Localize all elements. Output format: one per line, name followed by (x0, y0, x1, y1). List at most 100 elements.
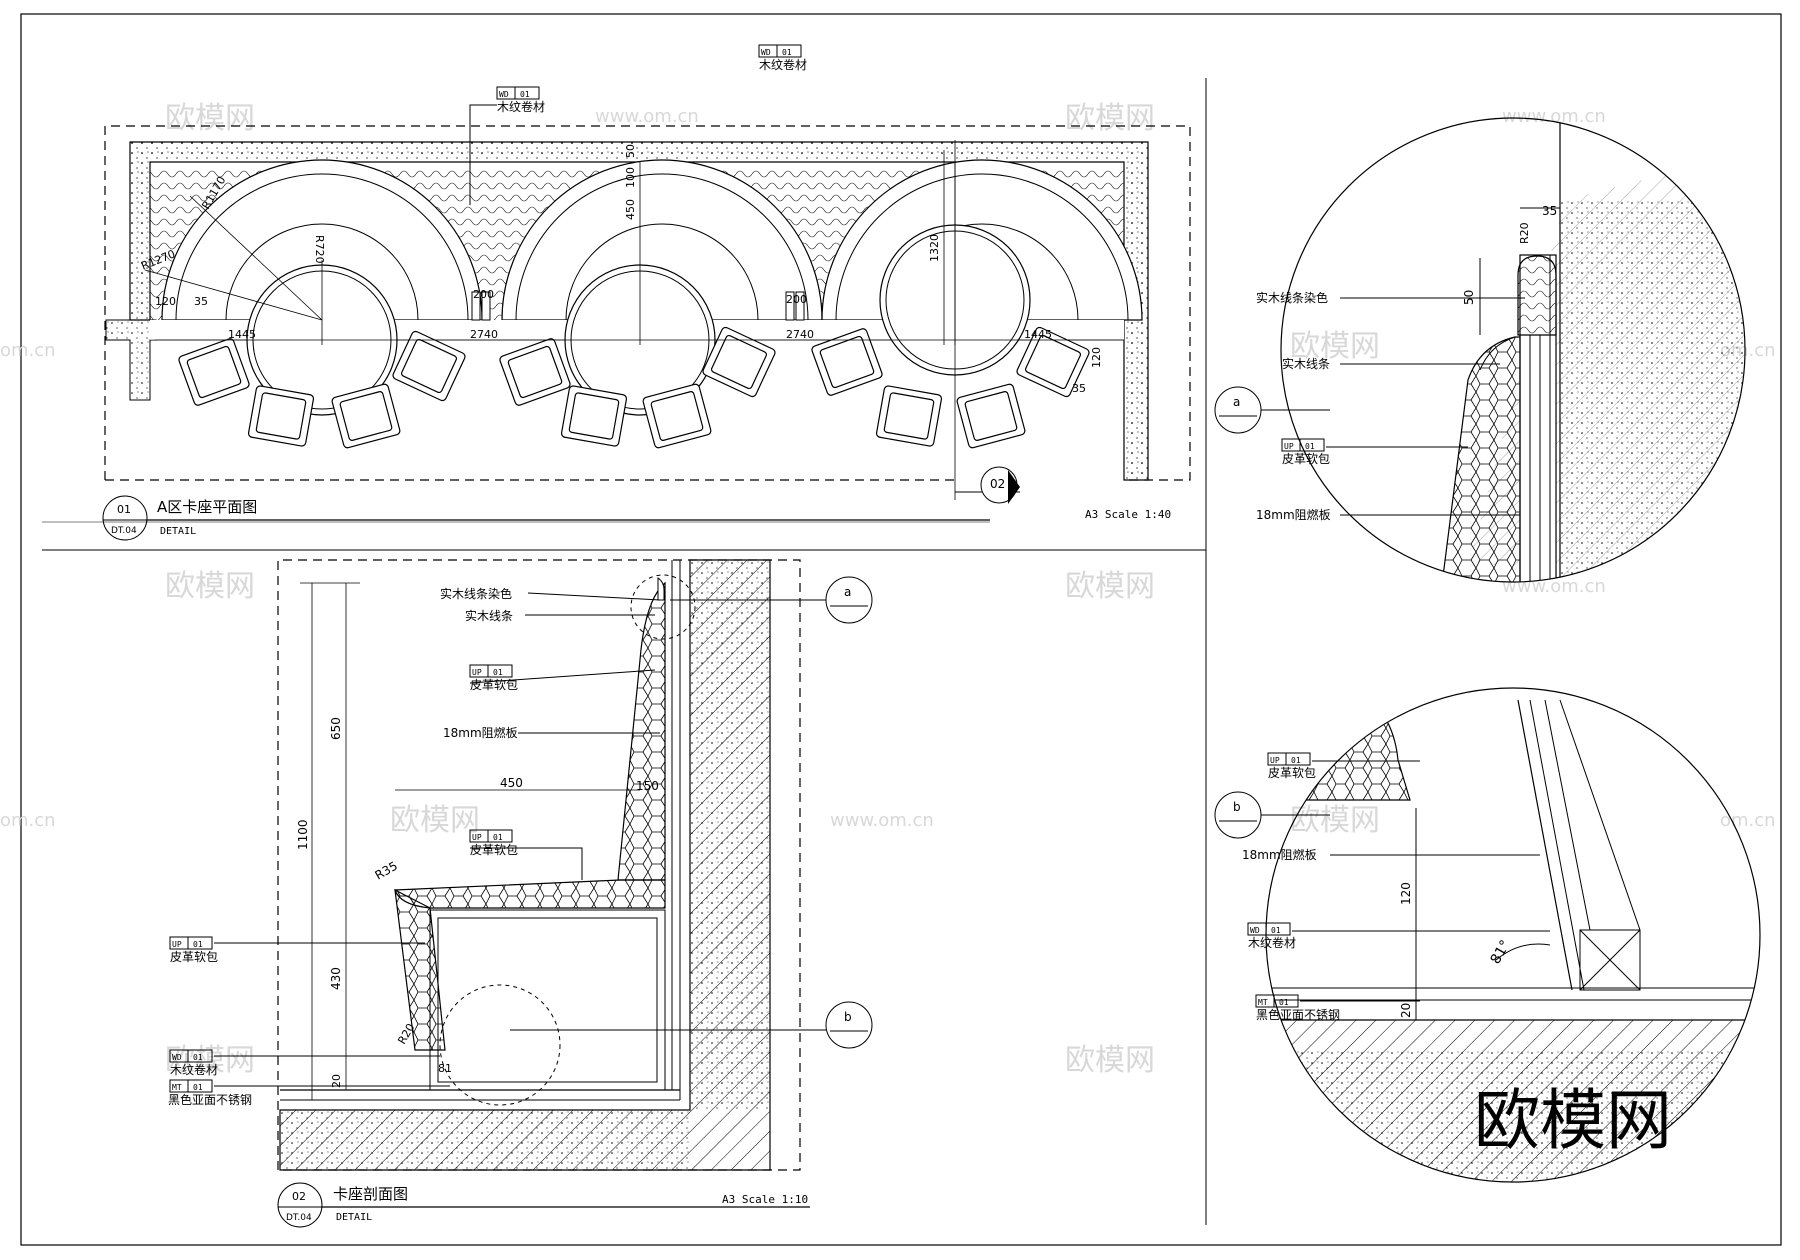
svg-text:皮革软包: 皮革软包 (470, 843, 518, 857)
svg-text:02: 02 (292, 1190, 306, 1203)
svg-text:DETAIL: DETAIL (160, 526, 196, 537)
svg-text:黑色亚面不锈钢: 黑色亚面不锈钢 (1256, 1008, 1340, 1022)
svg-text:皮革软包: 皮革软包 (1282, 452, 1330, 466)
svg-text:1445: 1445 (1024, 328, 1052, 341)
svg-text:01: 01 (117, 503, 131, 516)
svg-text:01: 01 (493, 668, 503, 677)
svg-text:81°: 81° (1488, 937, 1514, 967)
section-view: 650 1100 430 450 150 20 R35 R20 81 实木线条染… (168, 559, 873, 1228)
svg-text:35: 35 (194, 295, 208, 308)
svg-text:UP: UP (472, 668, 482, 677)
callout-b: b (510, 1001, 873, 1049)
svg-text:01: 01 (1291, 756, 1301, 765)
plan-dimensions (144, 140, 1124, 500)
svg-text:UP: UP (172, 940, 182, 949)
section-backrest (617, 581, 666, 881)
svg-text:50: 50 (624, 144, 637, 158)
watermark-url: www.om.cn (1502, 106, 1606, 127)
svg-text:01: 01 (1271, 926, 1281, 935)
svg-text:1320: 1320 (928, 234, 941, 262)
watermark-text: 欧模网 (1065, 569, 1155, 604)
svg-text:UP: UP (472, 833, 482, 842)
detail-a: 35 50 R20 实木线条染色 实木线条 UP 01 皮革软包 18mm阻燃板… (1214, 117, 1746, 583)
svg-text:120: 120 (1399, 882, 1413, 905)
svg-text:皮革软包: 皮革软包 (1268, 766, 1316, 780)
svg-text:01: 01 (1305, 442, 1315, 451)
callout-a: a (670, 576, 873, 624)
svg-text:实木线条染色: 实木线条染色 (440, 586, 512, 601)
watermark-url: om.cn (0, 340, 56, 361)
plan-boundary (104, 125, 1191, 481)
plan-title: A区卡座平面图 (157, 498, 257, 516)
svg-text:R20: R20 (1518, 222, 1531, 244)
svg-text:120: 120 (155, 295, 176, 308)
svg-text:皮革软包: 皮革软包 (170, 950, 218, 964)
plan-chairs (178, 326, 1090, 449)
svg-text:木纹卷材: 木纹卷材 (497, 99, 545, 114)
svg-text:WD: WD (761, 48, 771, 57)
svg-text:01: 01 (1279, 998, 1289, 1007)
section-scale: A3 Scale 1:10 (722, 1193, 808, 1206)
section-labels: 实木线条染色 实木线条 UP 01 皮革软包 18mm阻燃板 UP 01 皮革软… (168, 586, 661, 1107)
svg-text:DT.04: DT.04 (111, 526, 137, 536)
svg-text:20: 20 (330, 1074, 343, 1088)
svg-text:DT.04: DT.04 (286, 1213, 312, 1223)
detail-b-mark: b (1233, 800, 1241, 814)
watermark-text: 欧模网 (1065, 101, 1155, 136)
section-mark-02: 02 (955, 466, 1020, 504)
plan-dim-labels: 50 100 450 1320 R1170 R720 R1270 120 35 … (139, 144, 1103, 395)
svg-text:b: b (844, 1010, 852, 1024)
svg-text:81: 81 (438, 1062, 452, 1075)
plan-view: WD 01 木纹卷材 WD 01 木纹卷材 (42, 44, 1191, 541)
svg-text:200: 200 (786, 293, 807, 306)
svg-text:1100: 1100 (296, 819, 310, 850)
watermark-url: www.om.cn (595, 106, 699, 127)
svg-text:木纹卷材: 木纹卷材 (759, 57, 807, 72)
svg-text:2740: 2740 (470, 328, 498, 341)
svg-text:1445: 1445 (228, 328, 256, 341)
watermark-text: 欧模网 (165, 1043, 255, 1078)
svg-text:DETAIL: DETAIL (336, 1212, 372, 1223)
svg-text:皮革软包: 皮革软包 (470, 678, 518, 692)
watermark-url: www.om.cn (830, 810, 934, 831)
svg-text:R35: R35 (373, 859, 400, 883)
svg-text:WD: WD (172, 1053, 182, 1062)
svg-text:01: 01 (782, 48, 792, 57)
svg-text:200: 200 (473, 288, 494, 301)
svg-text:18mm阻燃板: 18mm阻燃板 (1256, 507, 1331, 522)
sheet-border (20, 13, 1782, 1246)
svg-text:01: 01 (520, 90, 530, 99)
svg-text:2740: 2740 (786, 328, 814, 341)
svg-text:450: 450 (500, 776, 523, 790)
plan-posts (471, 291, 805, 321)
svg-text:650: 650 (329, 717, 343, 740)
svg-text:100: 100 (624, 167, 637, 188)
svg-text:实木线条染色: 实木线条染色 (1256, 290, 1328, 305)
svg-text:黑色亚面不锈钢: 黑色亚面不锈钢 (168, 1093, 252, 1107)
svg-text:01: 01 (493, 833, 503, 842)
svg-text:实木线条: 实木线条 (465, 608, 513, 623)
svg-text:木纹卷材: 木纹卷材 (170, 1062, 218, 1077)
watermark-text: 欧模网 (165, 569, 255, 604)
watermark-text: 欧模网 (1290, 803, 1380, 838)
svg-text:UP: UP (1270, 756, 1280, 765)
watermark-text: 欧模网 (165, 101, 255, 136)
section-seat-front (394, 888, 446, 1051)
section-seat (394, 879, 666, 909)
svg-text:R720: R720 (313, 235, 326, 264)
watermark-text: 欧模网 (1065, 1043, 1155, 1078)
svg-text:WD: WD (1250, 926, 1260, 935)
svg-text:UP: UP (1284, 442, 1294, 451)
svg-text:35: 35 (1542, 204, 1557, 218)
svg-text:01: 01 (193, 1053, 203, 1062)
material-tag-wd: WD 01 木纹卷材 (758, 44, 807, 72)
svg-text:01: 01 (193, 1083, 203, 1092)
svg-text:430: 430 (329, 967, 343, 990)
svg-text:18mm阻燃板: 18mm阻燃板 (443, 725, 518, 740)
svg-text:20: 20 (1399, 1003, 1413, 1018)
svg-text:02: 02 (990, 477, 1005, 491)
watermark-text: 欧模网 (390, 803, 480, 838)
watermark-url: om.cn (0, 810, 56, 831)
svg-text:35: 35 (1072, 382, 1086, 395)
